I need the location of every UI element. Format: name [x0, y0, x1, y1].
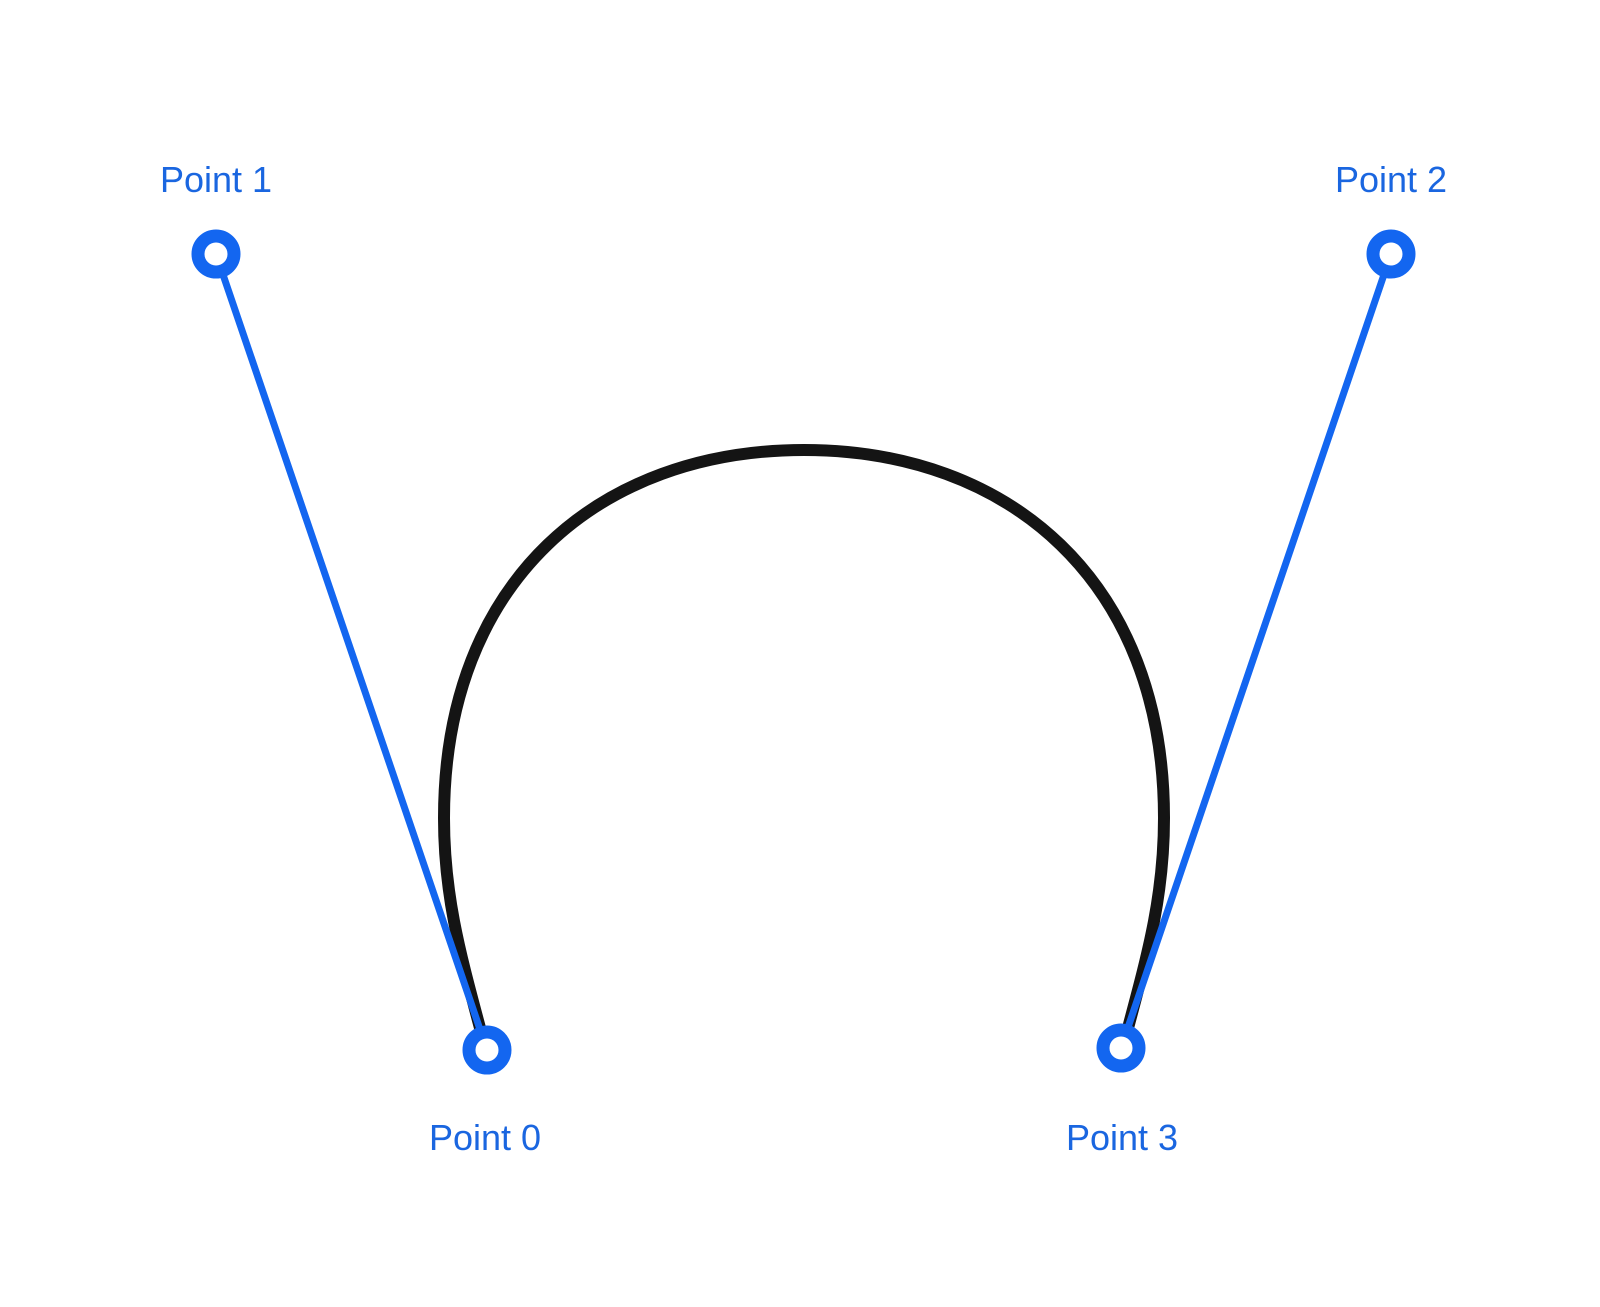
point-2-handle[interactable] [1366, 229, 1416, 279]
point-3-handle[interactable] [1096, 1023, 1146, 1073]
point-2-label: Point 2 [1335, 159, 1447, 200]
point-0-handle[interactable] [462, 1025, 512, 1075]
point-1-handle[interactable] [191, 229, 241, 279]
point-3-label: Point 3 [1066, 1117, 1178, 1158]
point-1-label: Point 1 [160, 159, 272, 200]
point-0-label: Point 0 [429, 1117, 541, 1158]
handle-line-end [1117, 252, 1395, 1050]
bezier-curve [437, 443, 1171, 1049]
handle-line-start [212, 252, 491, 1052]
